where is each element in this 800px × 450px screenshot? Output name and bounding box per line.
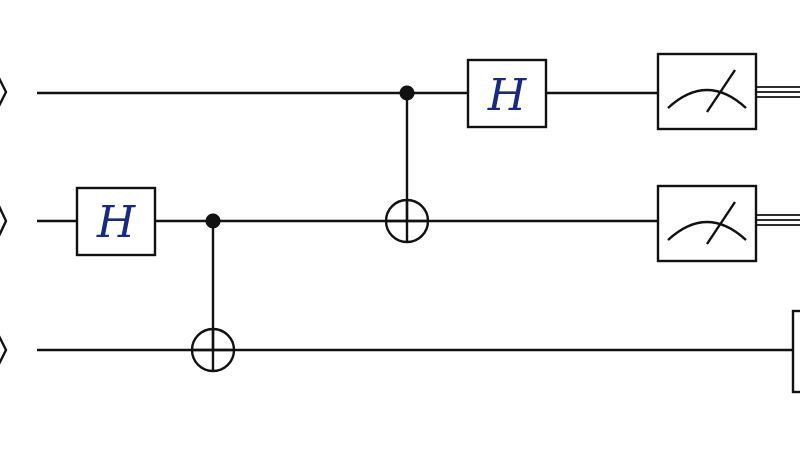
gate-box-wire-3-partial xyxy=(791,309,800,394)
measurement-gate-wire-2 xyxy=(656,184,758,263)
classical-wire-2 xyxy=(756,214,800,226)
qubit-input-bracket-3 xyxy=(0,335,8,365)
cnot-gate-q2-q3 xyxy=(190,213,236,373)
qubit-input-bracket-2 xyxy=(0,205,8,237)
cnot-gate-q1-q2 xyxy=(384,85,430,244)
hadamard-gate-wire-1: H xyxy=(466,58,548,129)
hadamard-label: H xyxy=(96,197,137,248)
control-dot xyxy=(205,213,221,229)
hadamard-label: H xyxy=(487,70,528,121)
classical-wire-1 xyxy=(756,86,800,98)
target-oplus xyxy=(384,198,430,244)
meter-icon xyxy=(667,201,747,245)
meter-icon xyxy=(667,69,747,113)
target-oplus xyxy=(190,327,236,373)
measurement-gate-wire-1 xyxy=(656,52,758,131)
control-dot xyxy=(399,85,415,101)
hadamard-gate-wire-2: H xyxy=(75,186,157,257)
qubit-input-bracket-1 xyxy=(0,77,8,107)
